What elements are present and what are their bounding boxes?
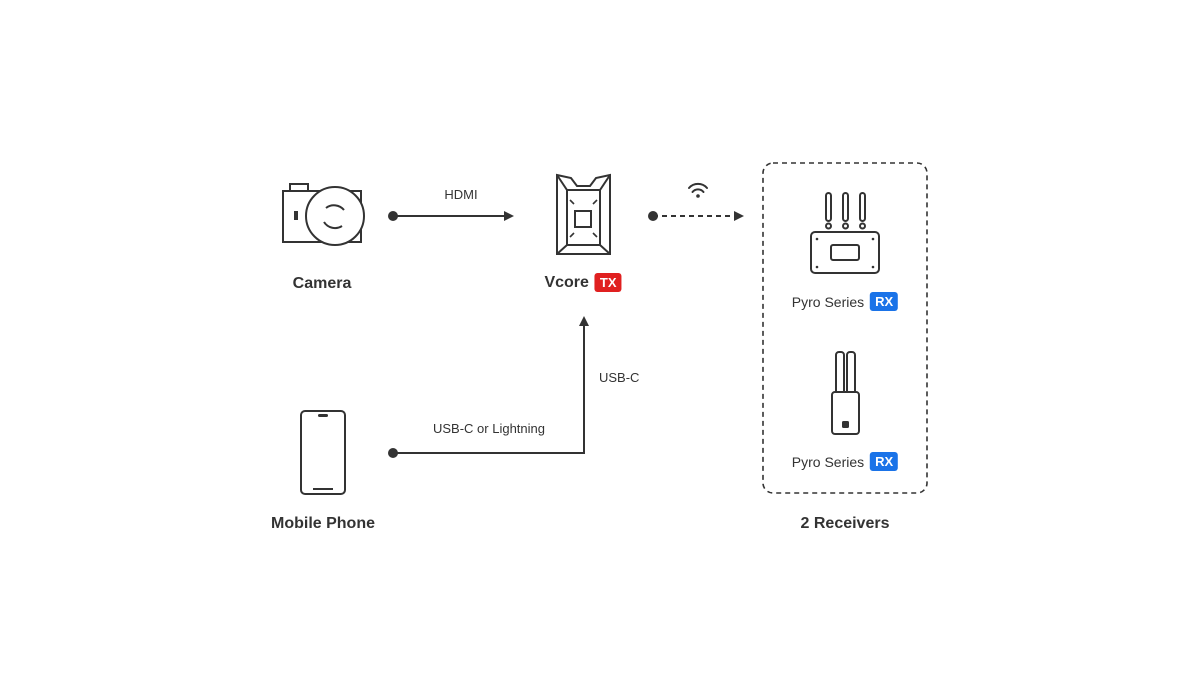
mobile-phone-icon (300, 410, 346, 495)
hdmi-connection (388, 211, 514, 221)
receivers-group-label: 2 Receivers (800, 515, 890, 532)
receiver-2-label: Pyro Series (791, 453, 865, 470)
usb-c-lightning-label: USB-C or Lightning (433, 421, 545, 436)
receiver-2-label-group: Pyro Series RX (791, 452, 899, 471)
wifi-icon (688, 182, 708, 198)
receiver-1-label: Pyro Series (791, 293, 865, 310)
camera-label: Camera (292, 275, 352, 292)
wireless-connection (648, 211, 744, 221)
camera-icon (282, 183, 365, 246)
pyro-compact-receiver-icon (831, 351, 860, 435)
pyro-monitor-receiver-icon (810, 192, 880, 274)
receiver-1-label-group: Pyro Series RX (791, 292, 899, 311)
vcore-label-group: Vcore TX (544, 273, 622, 292)
rx-badge-2: RX (870, 452, 899, 471)
mobile-phone-label: Mobile Phone (271, 515, 375, 532)
receivers-group-box (762, 162, 928, 494)
usb-c-label: USB-C (599, 370, 640, 385)
vcore-transmitter-icon (556, 173, 611, 255)
usb-connection (388, 316, 589, 458)
vcore-label: Vcore (544, 273, 589, 291)
hdmi-label: HDMI (444, 187, 478, 202)
tx-badge: TX (594, 273, 622, 292)
rx-badge-1: RX (870, 292, 899, 311)
